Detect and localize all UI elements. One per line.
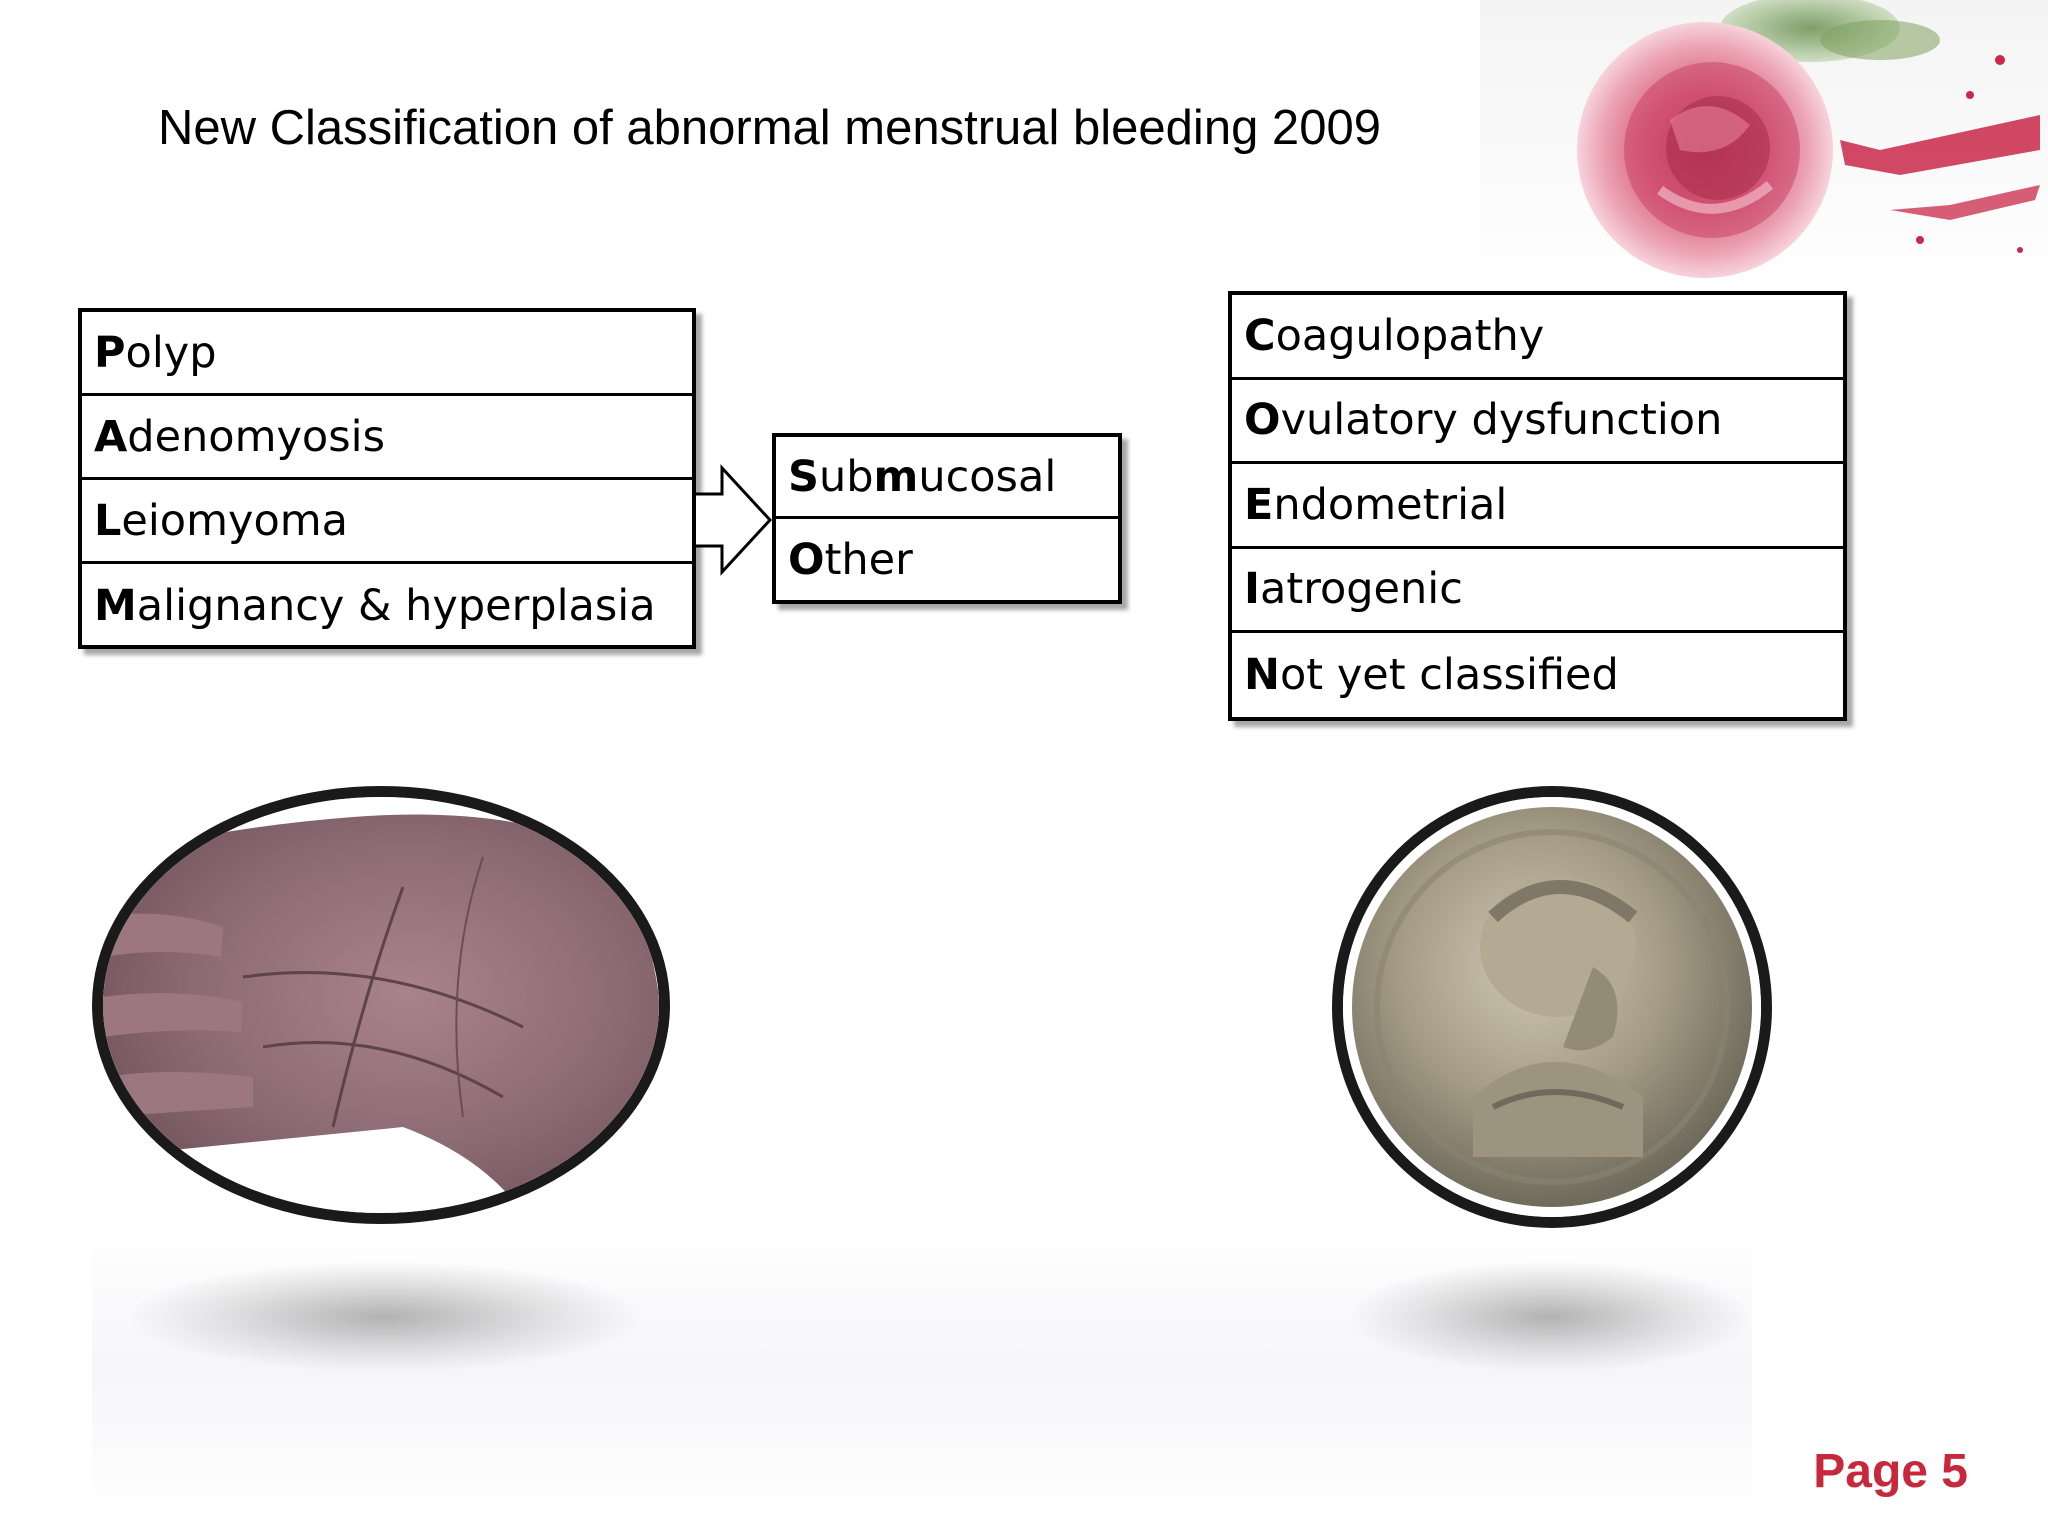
palm-row-rest: denomyosis bbox=[127, 411, 385, 462]
subtype-rest: ucosal bbox=[918, 451, 1057, 502]
coein-row-lead: O bbox=[1244, 395, 1281, 446]
coein-row-rest: ot yet classified bbox=[1280, 650, 1619, 701]
coein-row-rest: atrogenic bbox=[1260, 564, 1463, 615]
palm-photo bbox=[92, 786, 670, 1224]
subtype-lead2: m bbox=[873, 451, 919, 502]
subtype-lead: O bbox=[788, 535, 825, 585]
palm-row-rest: eiomyoma bbox=[121, 495, 348, 546]
palm-row-rest: alignancy & hyperplasia bbox=[136, 581, 656, 631]
subtype-mid: ub bbox=[818, 451, 874, 502]
coein-row-lead: I bbox=[1244, 564, 1260, 615]
hand-palm-icon bbox=[103, 797, 659, 1213]
coein-row-rest: oagulopathy bbox=[1275, 310, 1545, 361]
page-number: Page 5 bbox=[1813, 1445, 1968, 1498]
coein-row-lead: C bbox=[1244, 310, 1276, 361]
arrow-right-icon bbox=[696, 464, 773, 576]
palm-row-rest: olyp bbox=[125, 327, 217, 378]
coein-row-lead: E bbox=[1244, 479, 1274, 530]
palm-row-lead: L bbox=[94, 495, 122, 546]
rose-decoration bbox=[1480, 0, 2048, 300]
coin-shadow bbox=[1350, 1262, 1750, 1372]
roman-coin-photo bbox=[1332, 786, 1772, 1228]
coein-row-rest: vulatory dysfunction bbox=[1280, 395, 1723, 446]
subtype-mid: ther bbox=[824, 535, 913, 585]
palm-row-lead: P bbox=[94, 327, 126, 378]
palm-row-lead: M bbox=[94, 581, 137, 631]
coin-icon bbox=[1343, 797, 1761, 1217]
slide-title: New Classification of abnormal menstrual… bbox=[158, 101, 1381, 155]
subtype-lead: S bbox=[788, 451, 819, 502]
palm-shadow bbox=[130, 1262, 640, 1372]
coein-row-rest: ndometrial bbox=[1273, 479, 1508, 530]
coein-row-lead: N bbox=[1244, 650, 1280, 701]
palm-row-lead: A bbox=[94, 411, 128, 462]
